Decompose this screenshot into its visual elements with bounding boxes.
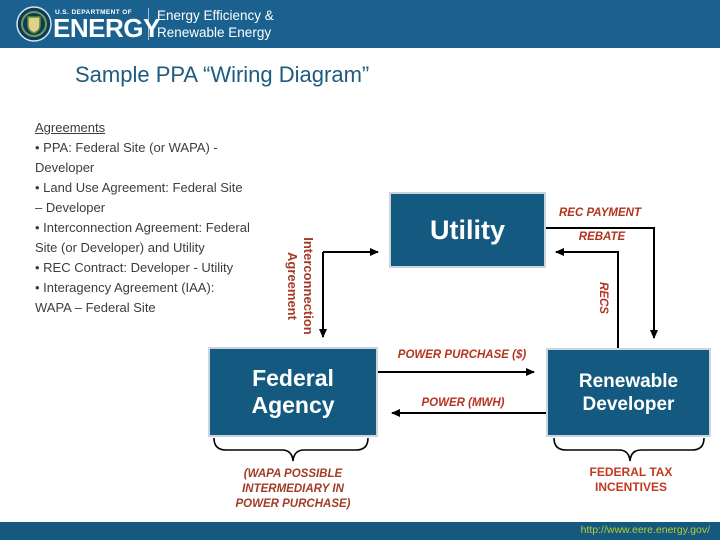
federal-agency-line1: Federal <box>252 365 334 391</box>
wapa-note-line1: (WAPA POSSIBLE <box>243 468 343 480</box>
agreement-line: Site (or Developer) and Utility <box>35 240 205 255</box>
program-line1: Energy Efficiency & <box>157 8 274 23</box>
header-divider <box>148 8 149 40</box>
utility-box-label: Utility <box>429 214 505 245</box>
federal-agency-box: Federal Agency <box>208 347 378 437</box>
wapa-note-line2: INTERMEDIARY IN <box>242 483 344 495</box>
federal-tax-line1: FEDERAL TAX <box>589 465 673 479</box>
header-bar: U.S. DEPARTMENT OF ENERGY Energy Efficie… <box>0 0 720 48</box>
dept-of-energy-small-label: U.S. DEPARTMENT OF <box>55 9 133 16</box>
power-purchase-label: POWER PURCHASE ($) <box>397 349 527 361</box>
wapa-intermediary-note: (WAPA POSSIBLE INTERMEDIARY IN POWER PUR… <box>235 467 350 512</box>
program-line2: Renewable Energy <box>157 24 272 40</box>
agreement-line: • Interconnection Agreement: Federal <box>35 220 250 235</box>
agreement-line: • REC Contract: Developer - Utility <box>35 260 234 275</box>
agreement-line: WAPA – Federal Site <box>35 300 156 315</box>
power-mwh-label: POWER (MWH) <box>421 397 505 409</box>
agreement-line: • Interagency Agreement (IAA): <box>35 280 215 295</box>
interconnection-label-line2: Agreement <box>285 252 300 320</box>
page-title: Sample PPA “Wiring Diagram” <box>75 62 370 87</box>
brace-under-renewable-developer <box>553 437 705 462</box>
recs-label: RECS <box>597 282 609 314</box>
agreements-heading: Agreements <box>35 120 106 135</box>
agreement-line: • PPA: Federal Site (or WAPA) - <box>35 140 218 155</box>
federal-tax-incentives-note: FEDERAL TAX INCENTIVES <box>590 465 673 495</box>
interconnection-label-line1: Interconnection <box>301 237 316 335</box>
utility-box: Utility <box>389 192 546 268</box>
agreements-list: Agreements • PPA: Federal Site (or WAPA)… <box>35 118 295 318</box>
federal-agency-box-label: Federal Agency <box>251 365 334 419</box>
renewable-developer-box-label: Renewable Developer <box>579 370 678 416</box>
interconnection-agreement-label: Interconnection Agreement <box>284 221 316 351</box>
federal-tax-line2: INCENTIVES <box>594 480 667 494</box>
footer-bar: http://www.eere.energy.gov/ <box>0 522 720 540</box>
renewable-developer-line2: Developer <box>582 393 675 415</box>
rec-payment-label: REC PAYMENT <box>559 207 641 219</box>
federal-agency-line2: Agency <box>251 392 335 418</box>
wapa-note-line3: POWER PURCHASE) <box>235 498 351 510</box>
agreement-line: Developer <box>35 160 95 175</box>
renewable-developer-box: Renewable Developer <box>546 348 711 437</box>
agreement-line: – Developer <box>35 200 106 215</box>
agreement-line: • Land Use Agreement: Federal Site <box>35 180 243 195</box>
doe-seal-icon <box>16 6 52 42</box>
energy-wordmark: ENERGY <box>53 13 160 43</box>
footer-url-link[interactable]: http://www.eere.energy.gov/ <box>580 524 710 536</box>
brace-under-federal-agency <box>213 437 369 462</box>
rebate-label: REBATE <box>578 231 626 243</box>
program-name: Energy Efficiency & Renewable Energy <box>157 8 274 41</box>
renewable-developer-line1: Renewable <box>578 370 679 392</box>
